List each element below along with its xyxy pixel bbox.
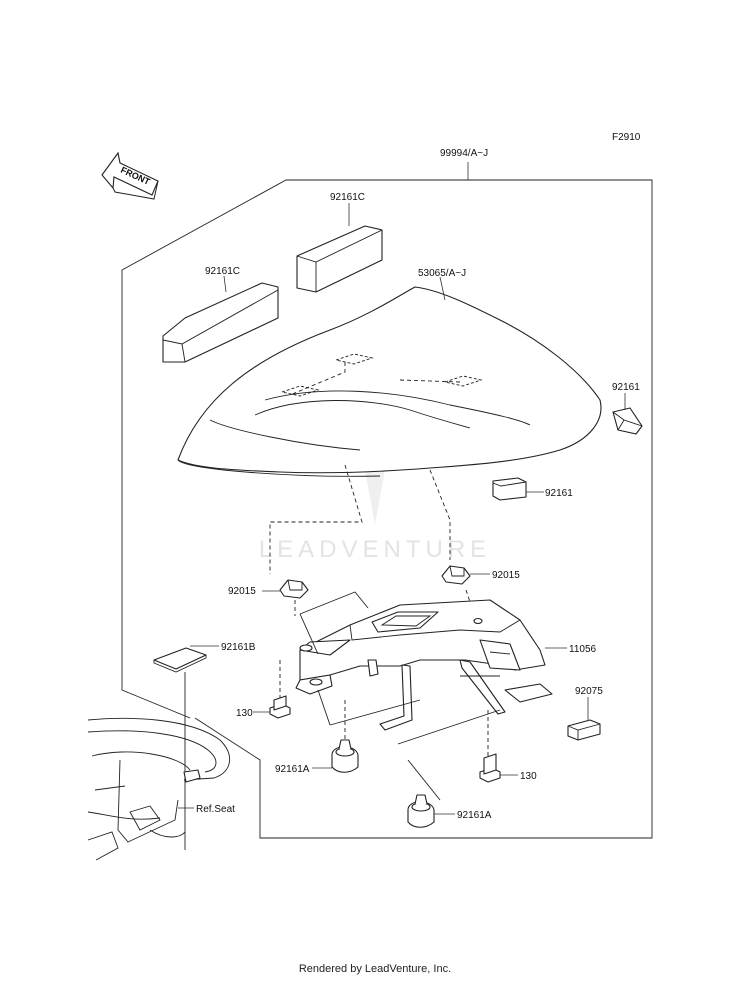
label-pad-92161-mid: 92161 <box>545 488 573 499</box>
pad-92161c-left <box>162 282 279 363</box>
label-kit-99994: 99994/A~J <box>440 148 488 159</box>
label-clip-92015-right: 92015 <box>492 570 520 581</box>
footer-credit: Rendered by LeadVenture, Inc. <box>298 963 452 975</box>
figure-code: F2910 <box>612 132 641 143</box>
reference-seat <box>87 717 230 861</box>
cushion-92075 <box>567 719 601 741</box>
watermark-text: LEADVENTURE <box>259 536 491 563</box>
label-damper-92161a-left: 92161A <box>275 764 310 775</box>
bracket-11056 <box>295 599 553 731</box>
damper-92161a-bottom <box>407 794 435 828</box>
bolt-130-right <box>479 753 501 783</box>
kit-outline <box>121 270 191 719</box>
clip-92015-left <box>279 579 309 599</box>
label-damper-92161a-bottom: 92161A <box>457 810 492 821</box>
label-cover-53065: 53065/A~J <box>418 268 466 279</box>
pad-92161-mid <box>492 477 527 501</box>
label-pad-92161c-top: 92161C <box>330 192 365 203</box>
front-arrow-icon: FRONT <box>101 151 159 200</box>
label-pad-92161c-left: 92161C <box>205 266 240 277</box>
label-clip-92015-left: 92015 <box>228 586 256 597</box>
clip-92015-right <box>441 565 471 585</box>
pad-92161-side <box>612 407 643 435</box>
pad-92161c-top <box>296 225 383 293</box>
label-pad-92161b: 92161B <box>221 642 256 653</box>
label-ref-seat: Ref.Seat <box>196 804 235 815</box>
label-pad-92161-side: 92161 <box>612 382 640 393</box>
seat-cover <box>177 286 602 477</box>
label-bolt-130-left: 130 <box>236 708 253 719</box>
label-bracket-11056: 11056 <box>569 644 597 655</box>
bolt-130-left <box>269 695 291 719</box>
pad-92161b <box>153 647 207 673</box>
damper-92161a-left <box>331 739 359 773</box>
label-cushion-92075: 92075 <box>575 686 603 697</box>
label-bolt-130-right: 130 <box>520 771 537 782</box>
